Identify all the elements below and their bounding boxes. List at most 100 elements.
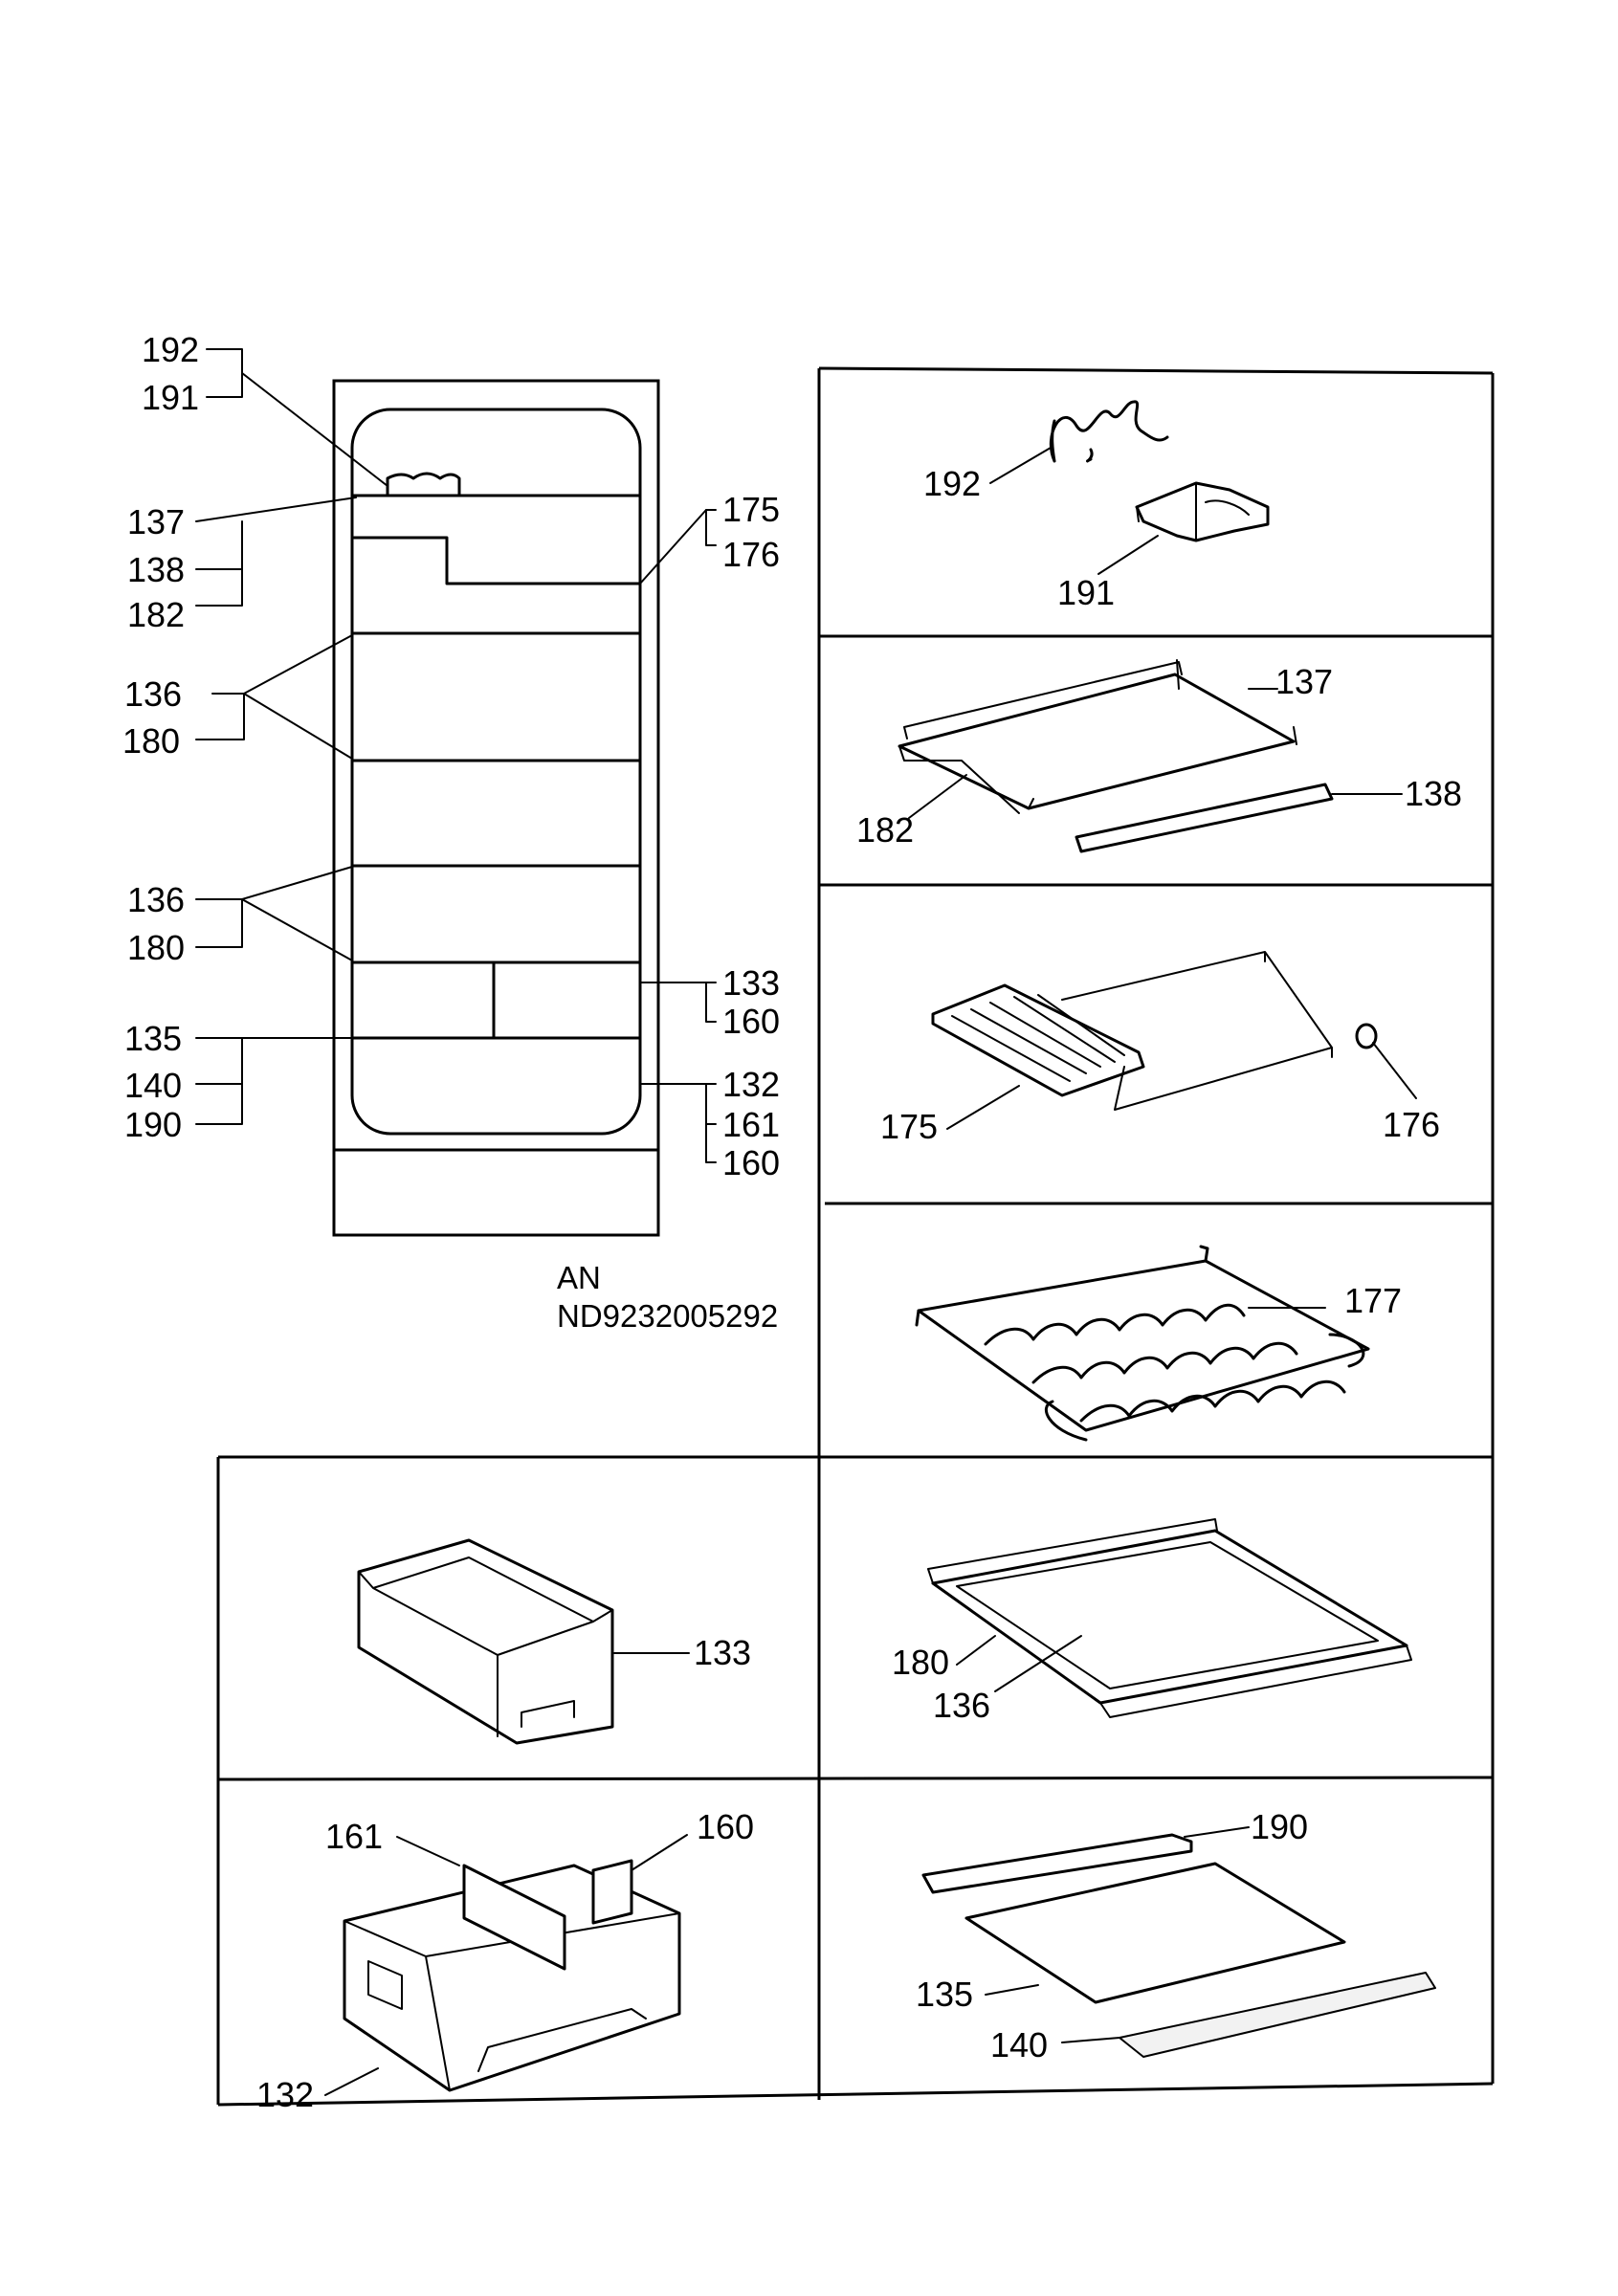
leader-175 (639, 509, 707, 585)
label-161: 161 (722, 1105, 780, 1144)
part-label-135: 135 (916, 1975, 973, 2014)
bracket-192-191 (206, 348, 243, 398)
grid-line (217, 1776, 1494, 1781)
label-192: 192 (142, 330, 199, 369)
grid-line (217, 2082, 1494, 2107)
leader-136-b2 (241, 898, 353, 961)
panel-drawer-133: 133 (357, 1538, 751, 1745)
fridge-cabinet-outline (332, 379, 660, 1237)
leader-136-a1 (243, 634, 353, 695)
leader-192 (989, 447, 1052, 484)
label-136-a: 136 (124, 674, 182, 714)
rack-holder-slots (951, 994, 1125, 1082)
grid-line (818, 366, 1494, 375)
leader-182-p (908, 774, 967, 819)
wire-rack-hooks (915, 1245, 1365, 1442)
label-175: 175 (722, 490, 780, 529)
panel-clips: 192 191 (923, 400, 1270, 612)
clip-192 (1049, 400, 1169, 463)
rack-holder-175 (931, 983, 1145, 1097)
bracket-175-176 (705, 509, 717, 546)
part-label-132: 132 (256, 2075, 314, 2114)
divider-160 (591, 1859, 633, 1925)
leader-161-p (396, 1836, 460, 1866)
part-label-140: 140 (990, 2025, 1048, 2064)
part-label-177: 177 (1344, 1281, 1402, 1320)
leader-136-p (994, 1635, 1082, 1692)
label-176: 176 (722, 535, 780, 574)
drawer-133-body (357, 1538, 614, 1745)
leader-191 (1097, 535, 1159, 575)
leader-132-p (324, 2067, 379, 2096)
leader-190-p (1184, 1826, 1250, 1838)
part-label-192: 192 (923, 464, 981, 503)
part-label-133: 133 (694, 1633, 751, 1672)
fridge-overview: 192 191 137 138 182 136 180 136 180 135 … (122, 330, 780, 1334)
label-180-b: 180 (127, 928, 185, 967)
panel-crisper-cover: 190 135 140 (916, 1807, 1436, 2064)
drawer-133-detail (358, 1556, 613, 1737)
glass-135 (964, 1862, 1346, 2004)
wire-rack-wave-2 (1031, 1341, 1298, 1384)
leader-160-p (631, 1834, 688, 1871)
part-label-136: 136 (933, 1686, 990, 1725)
part-label-138: 138 (1405, 774, 1462, 813)
leader-137 (195, 497, 357, 522)
bracket-136-180-a (195, 693, 245, 740)
leader-136-a2 (243, 693, 353, 760)
panel-grid (216, 366, 1495, 2107)
panel-drawer-132: 161 160 132 (256, 1807, 754, 2114)
label-133: 133 (722, 963, 780, 1003)
leader-180-p (956, 1635, 996, 1666)
bracket-132-161-160 (639, 1083, 717, 1163)
rail-190 (921, 1833, 1193, 1894)
rack-frame-175 (1061, 951, 1333, 1111)
part-label-182: 182 (856, 810, 914, 850)
label-137: 137 (127, 502, 185, 541)
bracket-138-182 (195, 520, 243, 607)
leader-135-p (985, 1984, 1039, 1996)
panel-wire-rack: 177 (915, 1245, 1402, 1442)
leader-175-p (946, 1085, 1020, 1130)
label-191: 191 (142, 378, 199, 417)
bracket-191 (1135, 481, 1270, 542)
label-180-a: 180 (122, 721, 180, 761)
label-182: 182 (127, 595, 185, 634)
bracket-191-detail (1136, 482, 1250, 541)
stopper-176 (1355, 1023, 1378, 1049)
leader-176-p (1372, 1042, 1417, 1099)
label-135: 135 (124, 1019, 182, 1058)
part-label-161: 161 (325, 1817, 383, 1856)
part-label-137: 137 (1275, 662, 1333, 701)
leader-136-b1 (241, 866, 353, 900)
part-label-190: 190 (1251, 1807, 1308, 1846)
wire-rack-frame-177 (917, 1259, 1370, 1432)
drawer-132-detail (344, 1912, 680, 2091)
part-label-176: 176 (1383, 1105, 1440, 1144)
label-160-b: 160 (722, 1143, 780, 1182)
wire-rack-wave-1 (984, 1303, 1246, 1346)
part-label-175: 175 (880, 1107, 938, 1146)
label-160-a: 160 (722, 1002, 780, 1041)
bracket-136-180-b (195, 898, 243, 948)
wire-rack-wave-3 (1079, 1380, 1346, 1423)
grille-140 (1119, 1972, 1436, 2058)
panel-glass-shelf: 180 136 (892, 1518, 1412, 1725)
label-132: 132 (722, 1065, 780, 1104)
label-136-b: 136 (127, 880, 185, 919)
label-190: 190 (124, 1105, 182, 1144)
divider-161 (462, 1864, 566, 1971)
leader-192-191 (241, 372, 388, 487)
bracket-133-160 (639, 982, 717, 1023)
strip-138 (1075, 783, 1334, 853)
part-label-160: 160 (697, 1807, 754, 1846)
model-code-line-2: ND9232005292 (557, 1298, 778, 1334)
fridge-interior-outline (350, 408, 642, 1136)
bracket-135-140-190 (195, 1037, 353, 1125)
shelf-137-frame (898, 659, 1297, 814)
part-label-180: 180 (892, 1643, 949, 1682)
fridge-top-clip (386, 472, 461, 497)
panel-top-shelf: 137 182 138 (856, 659, 1462, 853)
leader-140-p (1061, 2037, 1120, 2043)
